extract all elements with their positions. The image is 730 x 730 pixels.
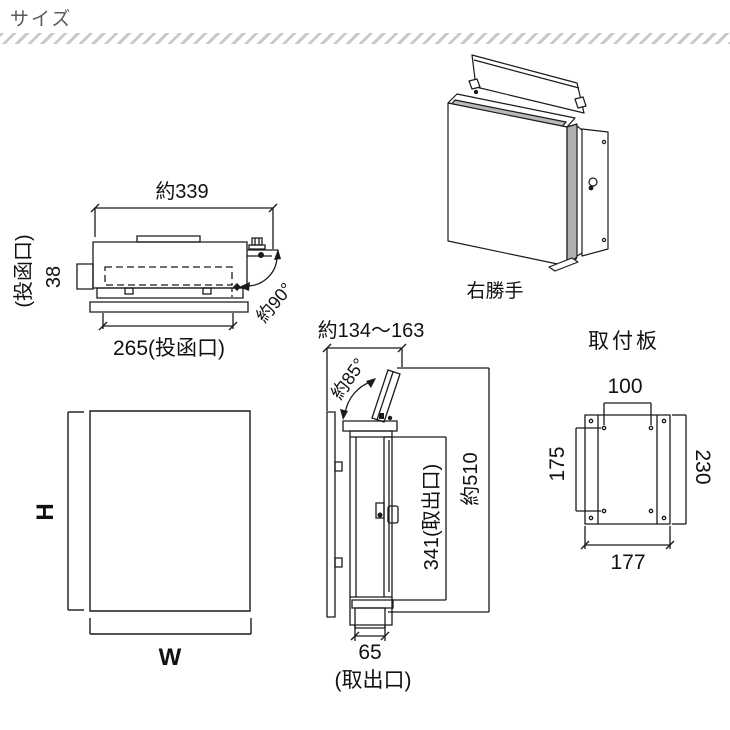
- front-view-drawing: [60, 405, 260, 645]
- mount-plate-hole-span-x-label: 100: [607, 375, 643, 398]
- mount-plate-height-label: 230: [691, 449, 714, 485]
- front-view-height-label: H: [32, 503, 59, 521]
- top-view-slot-depth-label: 38: [43, 265, 65, 289]
- mount-plate-title: 取付板: [588, 330, 660, 353]
- section-divider: [0, 33, 730, 44]
- mount-plate-hole-span-y-label: 175: [546, 446, 569, 482]
- side-view-depth-range-label: 約134〜163: [317, 320, 425, 342]
- mount-plate-width-label: 177: [610, 551, 646, 574]
- mount-plate-drawing: [553, 395, 730, 560]
- front-view-width-label: W: [158, 644, 182, 671]
- side-view-takeout-depth-label: 65: [358, 641, 382, 664]
- side-view-total-height-label: 約510: [460, 452, 482, 506]
- side-view-takeout-name-label: (取出口): [334, 669, 412, 692]
- top-view-slot-name-label: (投函口): [13, 234, 35, 308]
- side-view-drawing: [315, 340, 500, 650]
- top-view-total-width-label: 約339: [155, 181, 209, 203]
- isometric-view-drawing: [425, 48, 625, 288]
- top-view-slot-width-label: 265(投函口): [112, 337, 226, 360]
- isometric-view-caption: 右勝手: [466, 281, 524, 302]
- side-view-door-opening-label: 341(取出口): [421, 463, 443, 571]
- page-title: サイズ: [10, 9, 73, 30]
- top-view-drawing: [60, 195, 281, 340]
